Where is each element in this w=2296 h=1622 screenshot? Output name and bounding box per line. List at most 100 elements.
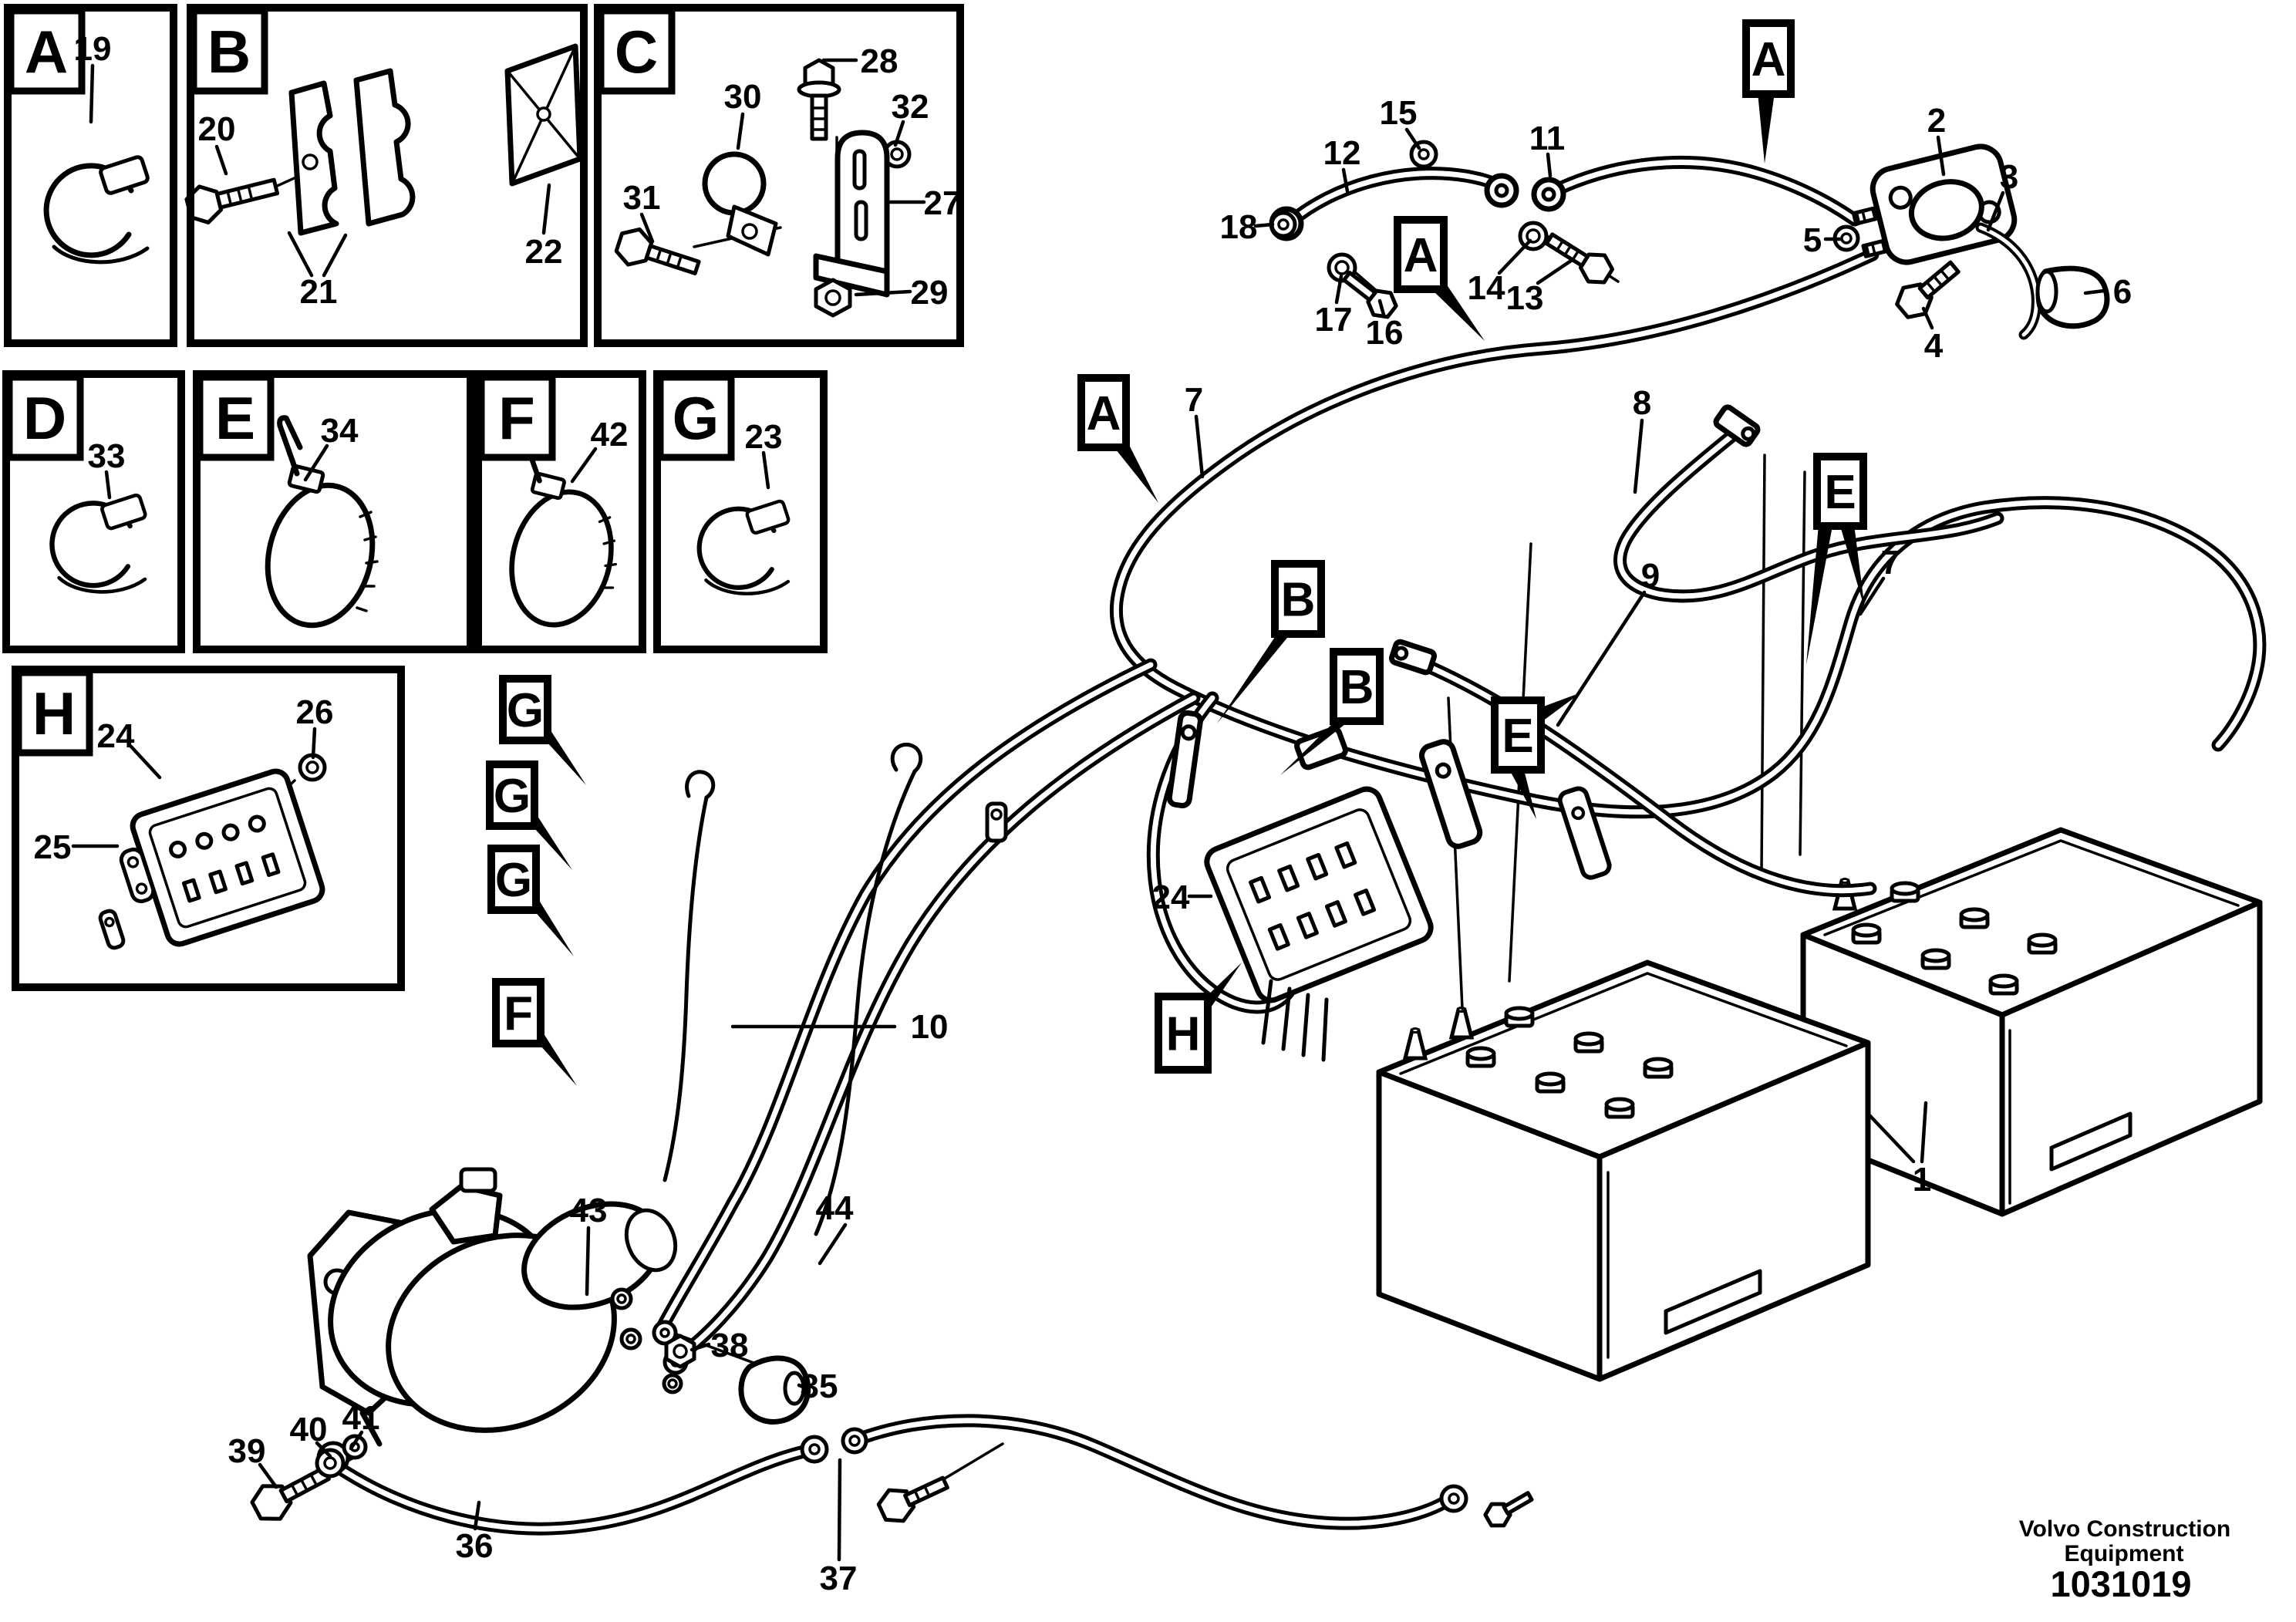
- detail-tab-c: [597, 7, 676, 95]
- callout-b-2: B: [1280, 648, 1384, 775]
- callout-letter-e: E: [1502, 710, 1533, 763]
- callout-letter-g: G: [495, 854, 532, 907]
- callout-letter-a: A: [1087, 387, 1121, 440]
- battery-caps: [1402, 878, 2058, 1119]
- part-label-24: 24: [97, 717, 135, 755]
- callout-g-2: G: [486, 760, 572, 870]
- figure-number: 1031019: [2051, 1563, 2192, 1604]
- clamp-33: [49, 493, 147, 594]
- battery-cap: [1851, 922, 1882, 945]
- part-label-31: 31: [623, 179, 661, 217]
- bolt-37: [876, 1475, 949, 1523]
- clamp-30: [702, 151, 778, 257]
- detail-tab-d: [5, 373, 84, 461]
- part-label-12: 12: [1323, 134, 1361, 172]
- battery-cap: [1959, 907, 1990, 929]
- callout-letter-a: A: [1404, 229, 1438, 282]
- callout-letter-f: F: [504, 987, 533, 1040]
- callout-f-2: F: [492, 978, 577, 1086]
- detail-tab-g: [656, 373, 735, 461]
- callout-g-1: G: [499, 675, 586, 785]
- callout-letter-g: G: [494, 770, 531, 823]
- detail-letter-b: B: [207, 18, 251, 86]
- callout-letter-h: H: [1166, 1008, 1201, 1061]
- battery-cap: [1988, 973, 2019, 996]
- cable-36: [326, 1445, 811, 1536]
- detail-box-f: F 42: [474, 370, 646, 653]
- part-label-39: 39: [228, 1432, 266, 1470]
- callout-arrow-icon: [1840, 524, 1865, 609]
- battery-cap: [1535, 1071, 1566, 1094]
- callout-letter-b: B: [1340, 661, 1374, 714]
- battery-cap: [2027, 932, 2058, 955]
- footer: Volvo Construction Equipment 1031019: [2019, 1516, 2230, 1604]
- detail-letter-h: H: [32, 679, 76, 747]
- clamp-23: [696, 499, 791, 595]
- callout-a-3: A: [1077, 374, 1158, 503]
- part-label-40: 40: [290, 1411, 328, 1448]
- battery-cap: [1920, 948, 1951, 970]
- part-label-11: 11: [1529, 120, 1566, 157]
- part-label-19: 19: [74, 30, 112, 68]
- connector-24-detail: [130, 768, 325, 947]
- detail-letter-d: D: [23, 384, 66, 452]
- callout-g-3: G: [487, 845, 574, 956]
- callout-arrow-icon: [1806, 524, 1832, 665]
- part-label-21: 21: [300, 273, 338, 311]
- callout-a-1: A: [1742, 19, 1795, 164]
- harness-clamps: [985, 173, 1761, 880]
- part-label-43: 43: [570, 1192, 608, 1229]
- callout-letter-a: A: [1752, 33, 1786, 86]
- part-label-17: 17: [1315, 301, 1353, 339]
- part-label-29: 29: [911, 274, 949, 312]
- callout-letter-b: B: [1281, 574, 1316, 627]
- part-label-6: 6: [2113, 273, 2132, 311]
- detail-box-artwork: [43, 43, 912, 950]
- battery-cap: [1890, 881, 1920, 903]
- clamp-halves-21: [288, 68, 416, 236]
- callout-e-2: E: [1491, 693, 1581, 819]
- callout-letter-g: G: [507, 684, 544, 737]
- part-label-44: 44: [816, 1189, 854, 1227]
- part-label-37: 37: [820, 1560, 858, 1597]
- part-label-33: 33: [88, 437, 126, 475]
- detail-tab-f: [477, 373, 556, 461]
- callout-arrow-icon: [1280, 720, 1349, 775]
- part-label-42: 42: [591, 416, 629, 454]
- detail-letter-f: F: [498, 384, 535, 452]
- part-label-14: 14: [1468, 269, 1505, 307]
- part-label-2: 2: [1927, 102, 1946, 140]
- part-label-38: 38: [711, 1327, 749, 1364]
- callout-arrow-icon: [1217, 632, 1290, 723]
- connector-block-24: [1204, 786, 1434, 1062]
- battery-cap: [1504, 1006, 1535, 1028]
- detail-tab-b: [190, 7, 268, 95]
- bolt-13: [1544, 232, 1615, 285]
- connector-assembly: [1269, 140, 2110, 340]
- part-label-13: 13: [1506, 279, 1544, 317]
- part-label-25: 25: [34, 828, 72, 866]
- bolt-28: [797, 58, 841, 141]
- battery-post: [1402, 1027, 1428, 1061]
- bolt-31: [614, 227, 701, 275]
- callout-letter-e: E: [1824, 466, 1856, 519]
- battery-cap: [1643, 1057, 1674, 1079]
- callout-arrow-icon: [1430, 279, 1485, 341]
- nut-29: [814, 278, 852, 318]
- cable-7: [1109, 248, 2267, 819]
- part-label-41: 41: [342, 1399, 380, 1437]
- part-label-10: 10: [911, 1008, 949, 1046]
- part-label-36: 36: [456, 1527, 494, 1565]
- part-label-35: 35: [801, 1367, 838, 1405]
- part-label-27: 27: [924, 184, 962, 222]
- part-label-1: 1: [1913, 1161, 1931, 1199]
- detail-tab-h: [15, 669, 93, 757]
- part-label-4: 4: [1924, 327, 1944, 365]
- starter-motor-illustration: [307, 1167, 689, 1447]
